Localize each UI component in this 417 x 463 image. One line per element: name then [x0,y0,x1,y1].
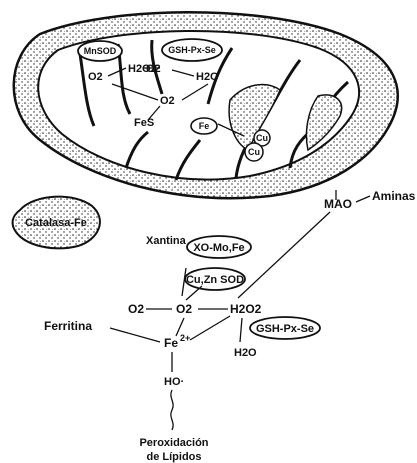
mnsod-label: MnSOD [84,46,117,56]
mito-gsh-px-se-label: GSH-Px-Se [168,45,216,55]
de-lipidos-label: de Lípidos [147,451,202,463]
gsh-px-se-bottom-label: GSH-Px-Se [256,323,314,335]
o2-radical-label: O2 [176,302,192,316]
cuznsod-label: Cu,Zn SOD [186,274,244,286]
o2-bottom-label: O2 [128,302,144,316]
mito-fe-label: Fe [199,121,210,131]
mito-h2o-label: H2O [196,71,219,83]
squiggle-arrow [171,390,173,430]
mito-o2-mid-label: O2 [146,63,161,75]
peroxidacion-label: Peroxidación [139,437,208,449]
mao-to-h2o2-line [238,212,330,298]
mito-cu-a-label: Cu [256,133,268,143]
xo-mo-fe-label: XO-Mo,Fe [193,242,244,254]
mito-cu-b-label: Cu [248,147,260,157]
h2o-arrow [240,318,242,342]
mao-label: MAO [324,197,352,211]
fe2-label: Fe [164,336,178,350]
mito-o2-left-label: O2 [88,71,103,83]
h2o2-bottom-label: H2O2 [230,302,262,316]
mitochondrion: MnSOD GSH-Px-Se H2O2 O2 O2 H2O O2 FeS Fe… [14,12,398,198]
aminas-label: Aminas [372,189,416,203]
mito-o2-center-label: O2 [160,95,175,107]
fe2-charge-label: 2+ [180,333,190,343]
aminas-arrow [356,196,370,202]
ho-radical-label: HO· [164,376,184,388]
catalasa-fe-label: Catalasa-Fe [25,217,87,229]
ferritina-label: Ferritina [44,319,92,333]
mito-fes-label: FeS [134,117,154,129]
h2o-bottom-label: H2O [234,347,257,359]
xantina-label: Xantina [146,235,187,247]
